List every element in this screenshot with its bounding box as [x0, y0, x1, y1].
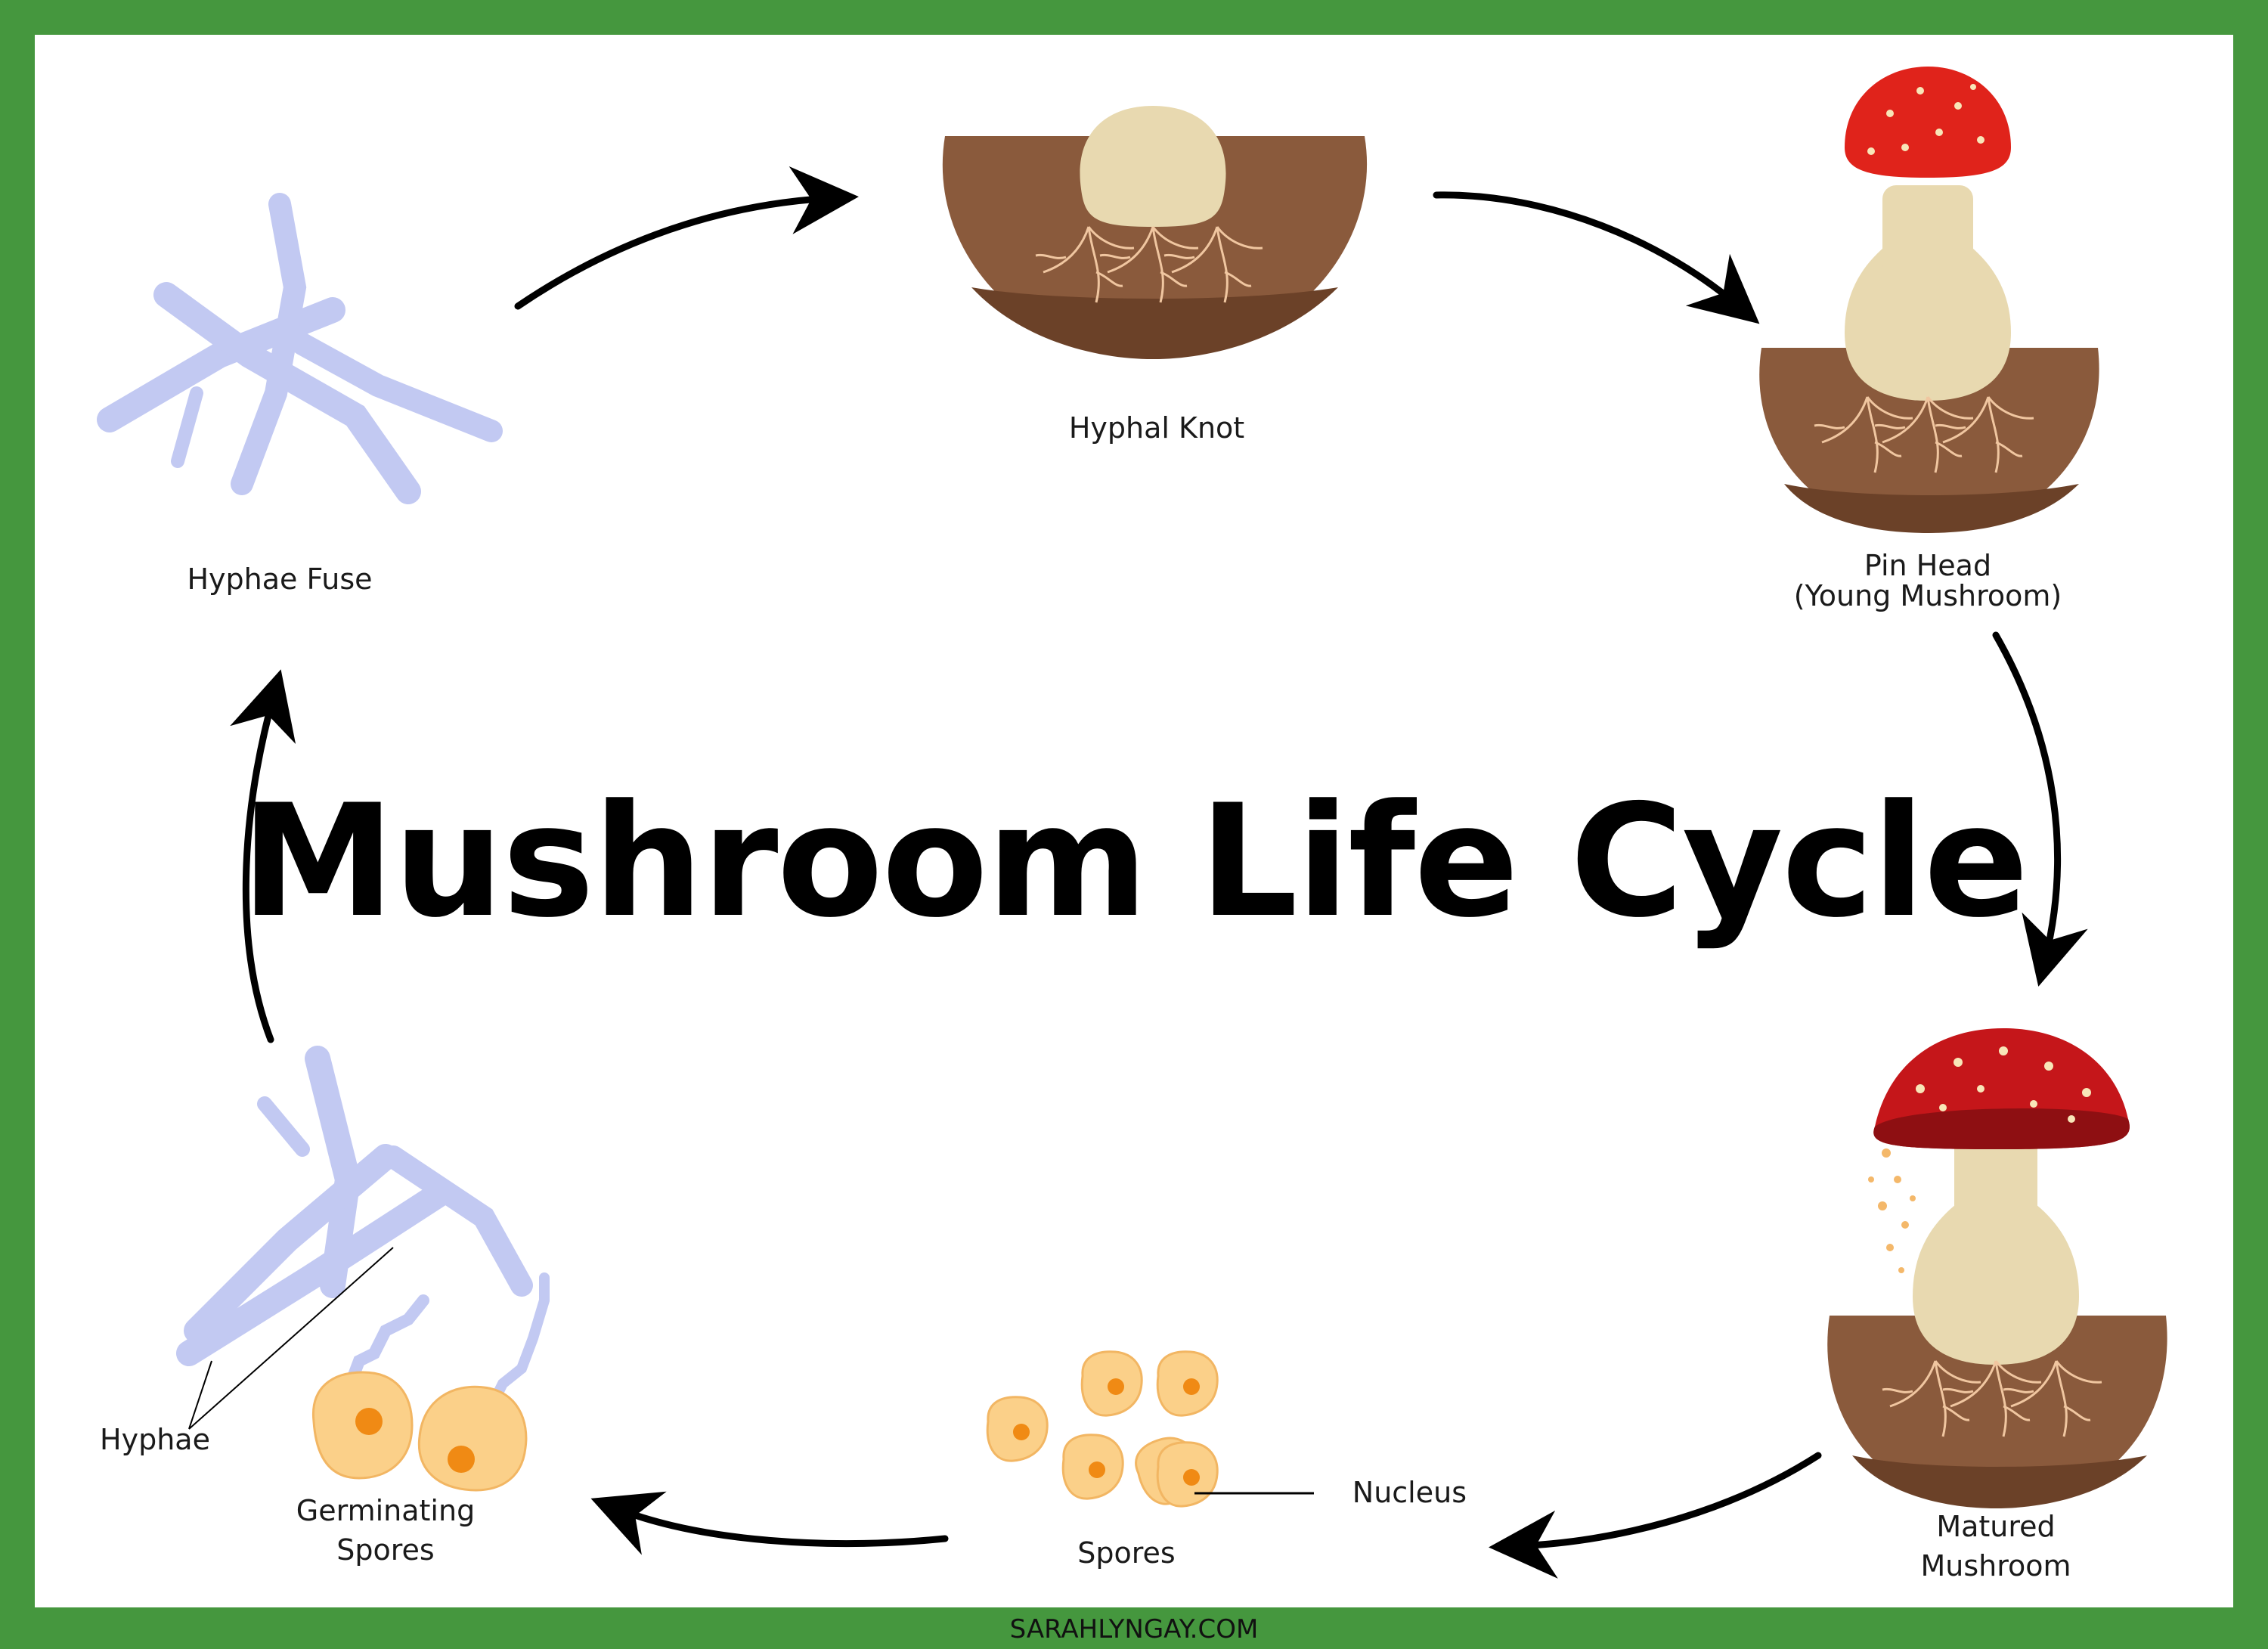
- label-germinating-spores: Spores: [336, 1533, 435, 1567]
- label-hyphae: Hyphae: [100, 1423, 210, 1456]
- diagram-title: Mushroom Life Cycle: [240, 772, 2028, 952]
- hyphae-illustration: [176, 1046, 533, 1430]
- label-nucleus: Nucleus: [1352, 1476, 1467, 1509]
- label-hyphal-knot: Hyphal Knot: [1068, 411, 1245, 445]
- label-pin-head: Pin Head: [1864, 549, 1992, 582]
- cycle-arrows: [230, 166, 2088, 1579]
- label-spores: Spores: [1077, 1536, 1176, 1570]
- label-young-mushroom: (Young Mushroom): [1793, 579, 2062, 612]
- arrow-matured-to-spores: [1489, 1452, 1822, 1579]
- arrow-hyphae-to-fuse: [230, 669, 296, 1043]
- label-hyphae-fuse: Hyphae Fuse: [187, 563, 373, 596]
- label-matured: Matured: [1936, 1510, 2056, 1543]
- label-mushroom: Mushroom: [1920, 1549, 2071, 1582]
- arrow-spores-to-germinating: [590, 1491, 949, 1555]
- arrow-knot-to-pinhead: [1433, 191, 1760, 324]
- arrow-pinhead-to-matured: [1992, 631, 2088, 987]
- site-credit: SARAHLYNGAY.COM: [1009, 1614, 1259, 1644]
- hyphae-fuse-illustration: [97, 193, 503, 504]
- matured-mushroom-illustration: [1827, 1028, 2167, 1508]
- hyphal-knot-illustration: [942, 106, 1368, 359]
- label-germinating: Germinating: [296, 1494, 476, 1527]
- pin-head-illustration: [1759, 67, 2099, 533]
- arrow-fuse-to-knot: [514, 166, 859, 310]
- germinating-spores-illustration: [311, 1272, 550, 1492]
- spores-illustration: [986, 1350, 1314, 1512]
